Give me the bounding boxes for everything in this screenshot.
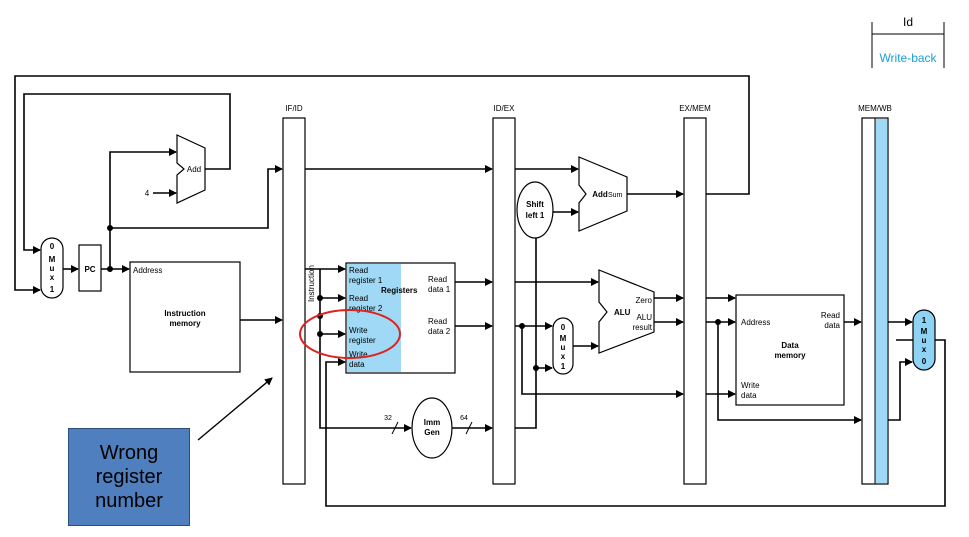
pc-mux	[40, 237, 64, 299]
shift-line1: Shift	[526, 200, 544, 209]
wb-mux-bottom-label: 0	[922, 357, 927, 366]
id-ex-register	[492, 117, 516, 485]
imem-address-label: Address	[133, 266, 162, 275]
zero-label: Zero	[636, 296, 653, 305]
alu-result-line2: result	[632, 323, 652, 332]
callout-line1: Wrong	[99, 442, 159, 464]
stage-legend: Id Write-back	[871, 15, 945, 68]
svg-text:x: x	[922, 345, 927, 354]
legend-writeback-label: Write-back	[879, 51, 937, 65]
svg-text:u: u	[561, 343, 566, 352]
dmem-read-line2: data	[824, 321, 840, 330]
svg-text:x: x	[561, 352, 566, 361]
read-reg2-line1: Read	[349, 294, 368, 303]
dmem-address-label: Address	[741, 318, 770, 327]
alu-mux-bottom-label: 1	[561, 362, 566, 371]
pc-adder	[176, 134, 206, 204]
callout-arrow	[197, 377, 273, 441]
instruction-memory	[129, 261, 241, 373]
id-ex-label: ID/EX	[494, 104, 516, 113]
dmem-label-line1: Data	[781, 341, 799, 350]
branch-adder	[578, 156, 628, 232]
mem-wb-writeback-half	[875, 119, 887, 483]
callout-line2: register	[95, 466, 163, 488]
imem-label-line2: memory	[169, 319, 201, 328]
dmem-write-line1: Write	[741, 381, 760, 390]
ex-mem-register	[683, 117, 707, 485]
svg-text:x: x	[50, 273, 55, 282]
read-reg2-line2: register 2	[349, 304, 383, 313]
register-file-read-ports-highlight	[347, 264, 401, 372]
imm-bits-in: 32	[384, 415, 392, 422]
data-memory	[735, 294, 845, 406]
svg-text:M: M	[560, 334, 567, 343]
alu-label: ALU	[614, 308, 631, 317]
callout-line3: number	[95, 490, 163, 512]
dmem-read-line1: Read	[821, 311, 840, 320]
instruction-label: Instruction	[307, 265, 316, 302]
read-data1-line2: data 1	[428, 285, 451, 294]
read-data2-line1: Read	[428, 317, 447, 326]
highlight-circle	[299, 309, 401, 359]
read-reg1-line1: Read	[349, 266, 368, 275]
imm-gen-line1: Imm	[424, 418, 440, 427]
write-data-line1: Write	[349, 350, 368, 359]
registers-label: Registers	[381, 286, 418, 295]
pc-label: PC	[84, 265, 95, 274]
write-reg-line1: Write	[349, 326, 368, 335]
dmem-write-line2: data	[741, 391, 757, 400]
write-reg-line2: register	[349, 336, 376, 345]
svg-text:M: M	[921, 327, 928, 336]
callout-box: Wrong register number	[68, 428, 190, 526]
alu-mux-top-label: 0	[561, 323, 566, 332]
imm-bits-out: 64	[460, 415, 468, 422]
imm-gen-line2: Gen	[424, 428, 440, 437]
svg-text:u: u	[50, 264, 55, 273]
pc-mux-bottom-label: 1	[50, 285, 55, 294]
pc-adder-label: Add	[187, 165, 201, 174]
imem-label-line1: Instruction	[164, 309, 205, 318]
const-four-label: 4	[145, 189, 150, 198]
legend-id-label: Id	[903, 15, 913, 29]
pc-register	[78, 244, 102, 292]
shift-left-unit	[516, 181, 554, 239]
branch-adder-label: Add	[592, 190, 608, 199]
if-id-register	[282, 117, 306, 485]
dmem-label-line2: memory	[774, 351, 806, 360]
wb-mux-top-label: 1	[922, 316, 927, 325]
ex-mem-label: EX/MEM	[679, 104, 711, 113]
shift-line2: left 1	[526, 211, 545, 220]
pc-mux-top-label: 0	[50, 242, 55, 251]
writeback-mux	[912, 309, 936, 371]
mem-wb-label: MEM/WB	[858, 104, 892, 113]
write-data-line2: data	[349, 360, 365, 369]
alu-result-line1: ALU	[636, 313, 652, 322]
svg-text:M: M	[49, 255, 56, 264]
sum-label: Sum	[608, 192, 623, 199]
read-data2-line2: data 2	[428, 327, 451, 336]
if-id-label: IF/ID	[285, 104, 303, 113]
svg-text:u: u	[922, 336, 927, 345]
read-data1-line1: Read	[428, 275, 447, 284]
read-reg1-line2: register 1	[349, 276, 383, 285]
